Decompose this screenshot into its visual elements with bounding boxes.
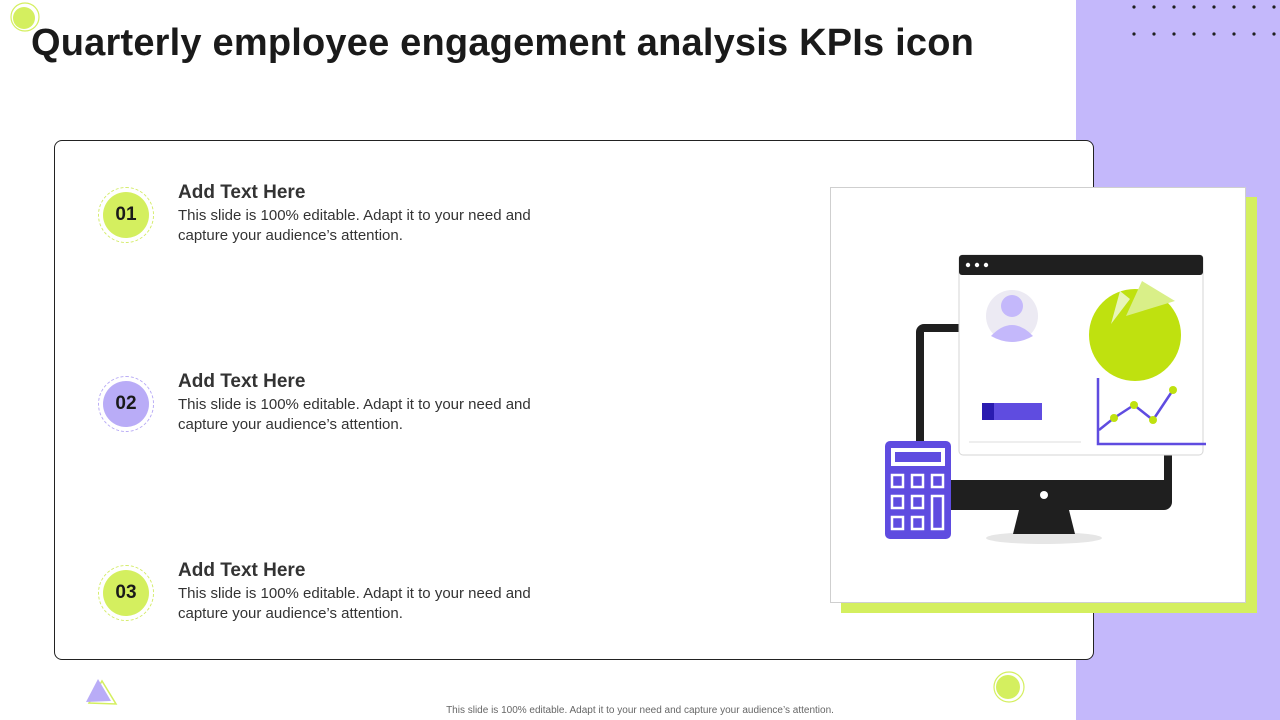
decorative-triangle bbox=[86, 679, 118, 705]
badge-number: 02 bbox=[103, 381, 149, 427]
kpi-dashboard-illustration bbox=[885, 254, 1206, 544]
badge-number: 03 bbox=[103, 570, 149, 616]
item-heading: Add Text Here bbox=[178, 371, 306, 392]
calculator-icon bbox=[885, 441, 951, 539]
list-item: 02 Add Text Here This slide is 100% edit… bbox=[98, 371, 618, 446]
item-description: This slide is 100% editable. Adapt it to… bbox=[178, 396, 531, 433]
dot-pattern bbox=[1132, 5, 1276, 36]
item-description: This slide is 100% editable. Adapt it to… bbox=[178, 207, 531, 244]
badge-number: 01 bbox=[103, 192, 149, 238]
item-description: This slide is 100% editable. Adapt it to… bbox=[178, 585, 531, 622]
list-item: 03 Add Text Here This slide is 100% edit… bbox=[98, 560, 618, 635]
number-badge: 01 bbox=[98, 187, 154, 243]
decorative-circle-bottom-right bbox=[993, 671, 1025, 703]
item-heading: Add Text Here bbox=[178, 182, 306, 203]
number-badge: 03 bbox=[98, 565, 154, 621]
image-frame bbox=[830, 187, 1246, 603]
page-title: Quarterly employee engagement analysis K… bbox=[31, 22, 975, 64]
number-badge: 02 bbox=[98, 376, 154, 432]
item-heading: Add Text Here bbox=[178, 560, 306, 581]
footer-note: This slide is 100% editable. Adapt it to… bbox=[446, 705, 834, 716]
list-item: 01 Add Text Here This slide is 100% edit… bbox=[98, 182, 618, 257]
decorative-circle-top-left bbox=[10, 2, 40, 32]
dashboard-window-icon bbox=[958, 254, 1206, 456]
